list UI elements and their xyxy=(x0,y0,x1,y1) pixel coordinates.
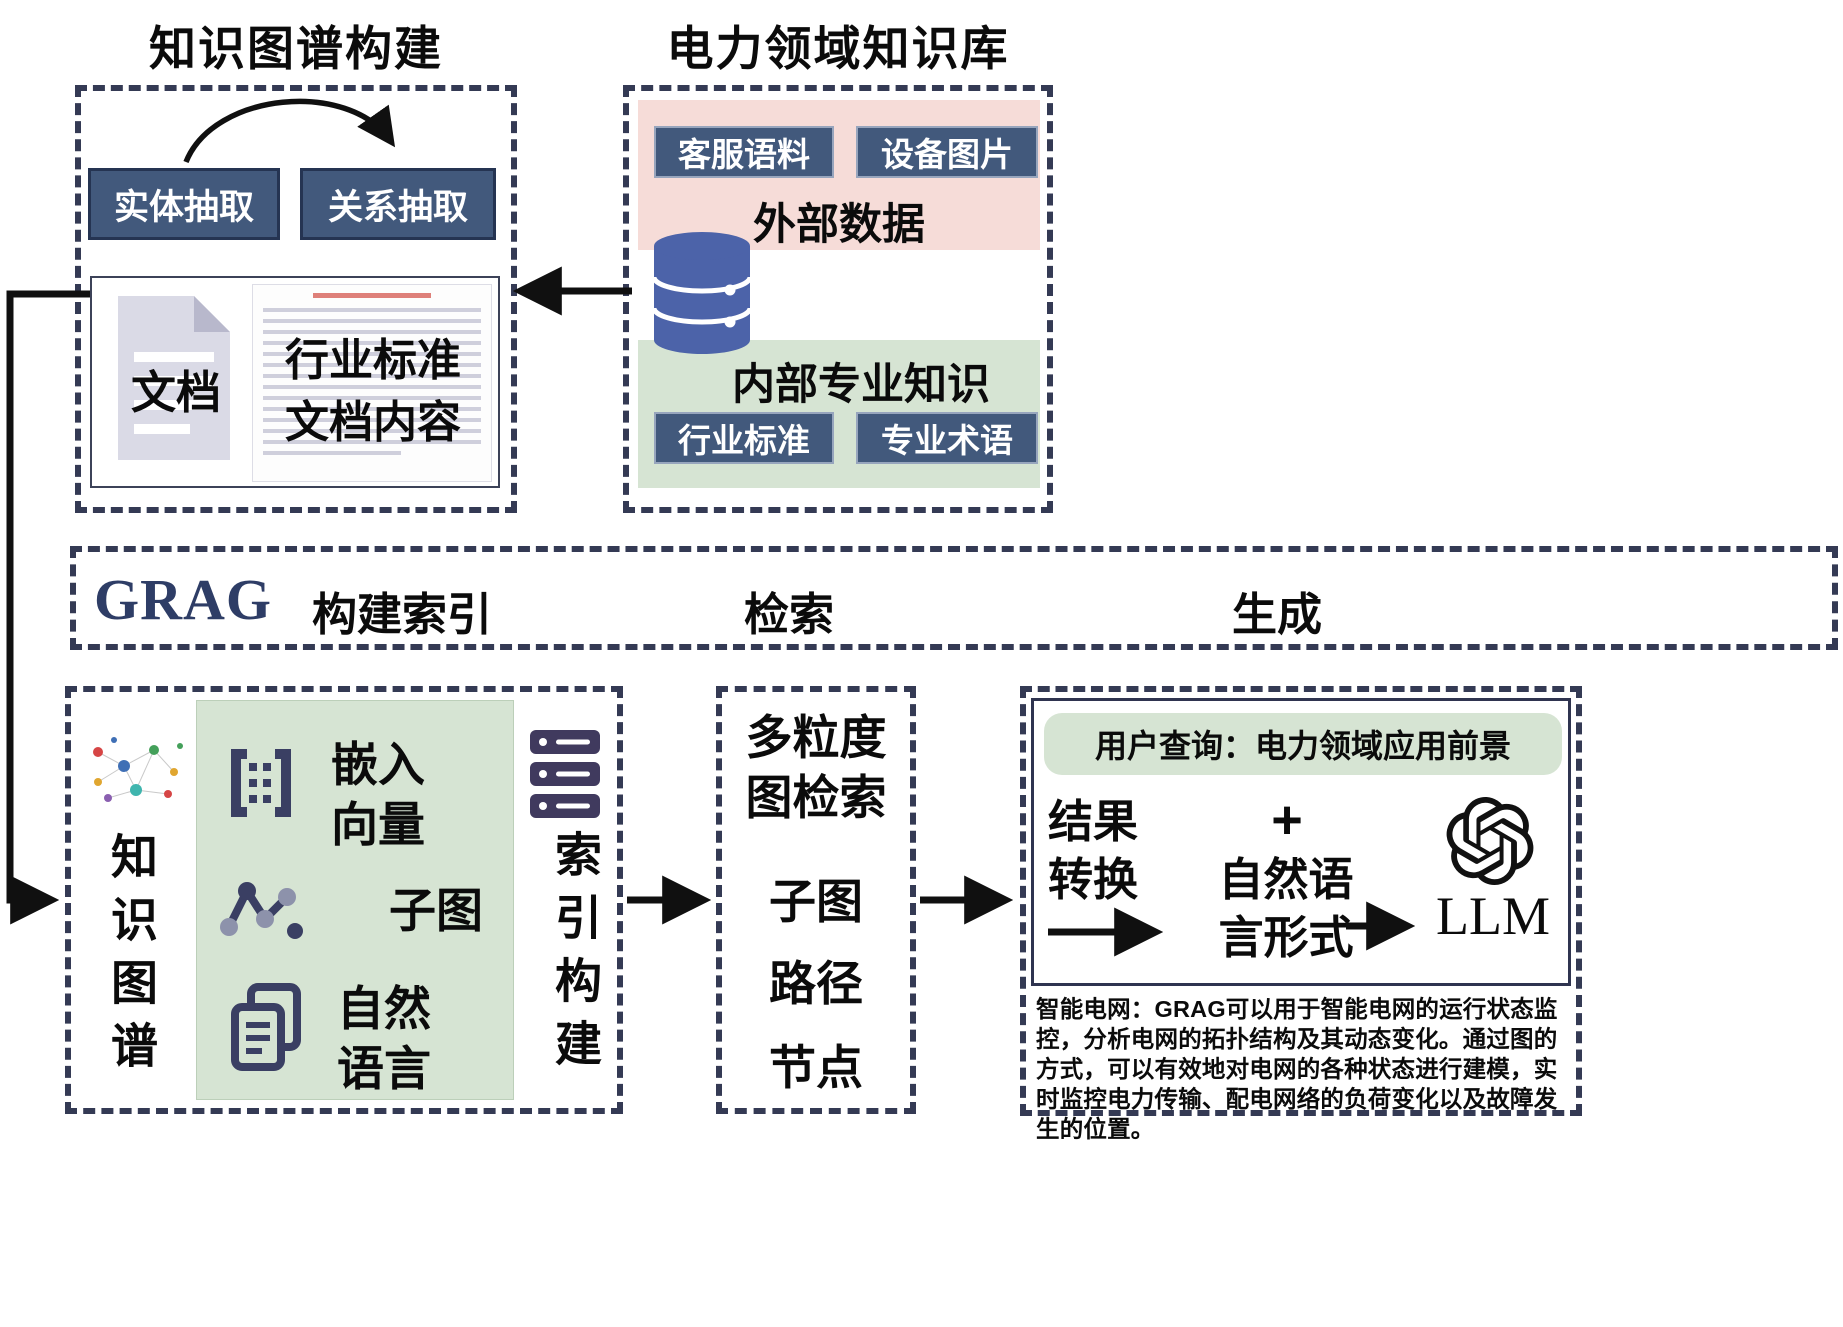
llm-label: LLM xyxy=(1436,886,1550,946)
customer-corpus-box: 客服语料 xyxy=(654,126,834,178)
server-stack-icon xyxy=(530,730,600,818)
result-convert-label: 结果 转换 xyxy=(1048,796,1139,905)
kg-construction-title: 知识图谱构建 xyxy=(149,22,443,75)
terminology-box: 专业术语 xyxy=(856,412,1038,464)
index-methods-panel: 嵌入 向量 子图 自然 语言 xyxy=(196,700,514,1100)
stage-build-index: 构建索引 xyxy=(312,589,493,640)
external-data-panel: 客服语料 设备图片 外部数据 xyxy=(638,100,1040,250)
user-query-pill: 用户查询：电力领域应用前景 xyxy=(1044,713,1562,775)
stage-retrieval: 检索 xyxy=(744,589,835,640)
embedding-vector-label: 嵌入 向量 xyxy=(331,738,425,852)
openai-icon xyxy=(1446,797,1534,885)
natural-language-form-label: 自然语 言形式 xyxy=(1218,854,1354,963)
knowledge-graph-thumbnail xyxy=(93,737,183,802)
retrieval-node-label: 节点 xyxy=(769,1041,863,1094)
smart-grid-note: 智能电网：GRAG可以用于智能电网的运行状态监控，分析电网的拓扑结构及其动态变化… xyxy=(1036,996,1558,1143)
knowledge-base-panel xyxy=(623,85,1053,513)
database-icon xyxy=(651,232,753,354)
external-data-label: 外部数据 xyxy=(753,201,925,249)
stage-generation: 生成 xyxy=(1232,589,1323,640)
generation-inner-box: 用户查询：电力领域应用前景 结果 转换 + 自然语 言形式 LLM xyxy=(1031,698,1571,986)
industry-standard-box: 行业标准 xyxy=(654,412,834,464)
document-label: 文档 xyxy=(130,367,221,418)
generation-panel xyxy=(1020,686,1582,1116)
equipment-image-box: 设备图片 xyxy=(856,126,1038,178)
internal-knowledge-panel: 内部专业知识 行业标准 专业术语 xyxy=(638,340,1040,488)
grag-logo-text: GRAG xyxy=(94,567,272,632)
document-preview xyxy=(252,284,492,482)
subgraph-label: 子图 xyxy=(389,884,483,937)
natural-language-docs-icon xyxy=(231,983,301,1071)
internal-knowledge-label: 内部专业知识 xyxy=(732,361,990,409)
document-icon xyxy=(118,296,230,460)
document-area: 文档 行业标准 文档内容 xyxy=(90,276,500,488)
retrieval-path-label: 路径 xyxy=(769,957,863,1010)
matrix-icon xyxy=(231,749,291,817)
entity-extraction-box: 实体抽取 xyxy=(88,168,280,240)
relation-extraction-box: 关系抽取 xyxy=(300,168,496,240)
retrieval-panel: 多粒度 图检索 子图 路径 节点 xyxy=(716,686,916,1114)
retrieval-title: 多粒度 图检索 xyxy=(745,711,887,825)
plus-sign: + xyxy=(1271,790,1303,850)
retrieval-subgraph-label: 子图 xyxy=(769,875,863,928)
knowledge-base-title: 电力领域知识库 xyxy=(666,22,1010,75)
index-build-vertical-label: 索引构建 xyxy=(548,830,601,1082)
document-overlay-text: 行业标准 文档内容 xyxy=(285,336,461,447)
knowledge-graph-vertical-label: 知识图谱 xyxy=(104,832,157,1084)
natural-language-label: 自然 语言 xyxy=(337,982,431,1096)
subgraph-icon xyxy=(220,882,303,939)
